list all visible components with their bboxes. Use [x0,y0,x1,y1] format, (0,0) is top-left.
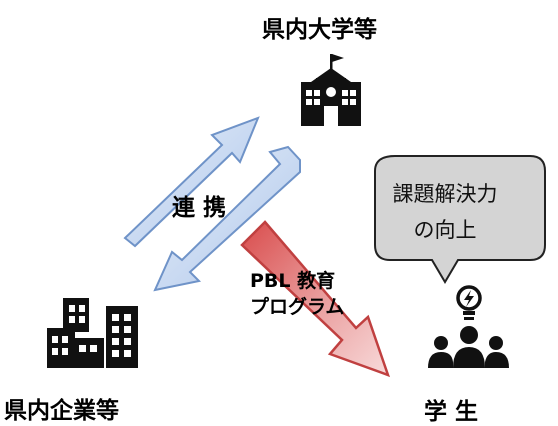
companies-label: 県内企業等 [4,398,119,424]
pbl-arrow [240,220,391,378]
pbl-program-label: PBL 教育 プログラム [250,268,344,320]
university-label: 県内大学等 [262,17,377,43]
collaboration-arrow-up [123,116,260,248]
speech-bubble [374,155,546,284]
idea-bulb-icon [456,285,482,320]
bubble-text: 課題解決力 の向上 [370,176,520,248]
bubble-line1: 課題解決力 [392,182,498,206]
collaboration-label: 連 携 [172,195,227,221]
pbl-label-line2: プログラム [250,296,345,318]
pbl-label-line1: PBL 教育 [250,270,336,292]
collaboration-arrow-down [153,145,301,292]
school-icon [301,54,361,126]
bubble-line2: の向上 [413,218,477,242]
office-buildings-icon [47,298,138,368]
group-of-people-icon [428,326,509,368]
